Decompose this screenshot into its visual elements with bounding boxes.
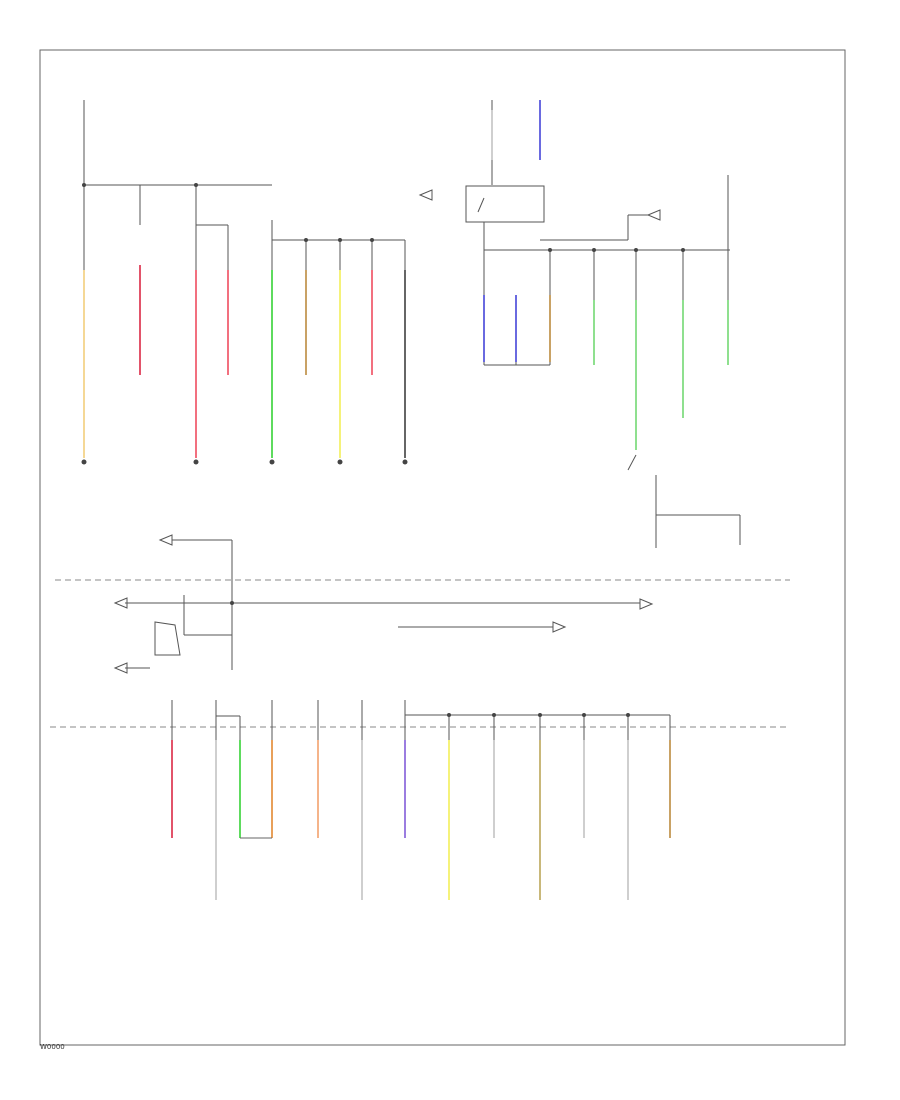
top-right-block xyxy=(465,100,741,548)
diagram-frame xyxy=(39,49,846,1046)
middle-block xyxy=(125,539,640,670)
bottom-wires xyxy=(171,740,671,900)
top-left-wires xyxy=(83,265,406,458)
page-tag: W0000 xyxy=(40,1043,65,1051)
relay-box xyxy=(465,185,545,223)
bottom-block xyxy=(171,700,671,740)
junction-dots xyxy=(82,183,685,717)
top-left-terminals xyxy=(81,459,408,465)
top-right-wires xyxy=(483,100,729,450)
top-left-block xyxy=(83,100,406,270)
